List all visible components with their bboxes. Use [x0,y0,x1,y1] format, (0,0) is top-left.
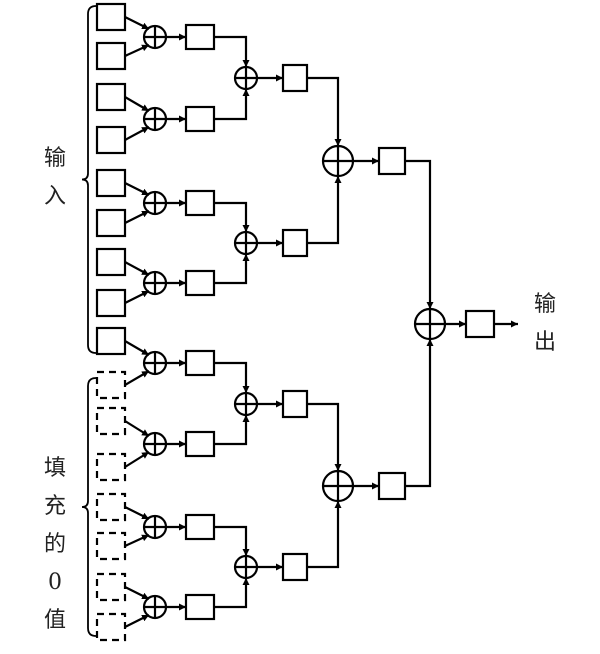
level2-register-box [281,389,309,419]
level1-register-box [184,349,216,377]
level1-register-box [184,23,216,51]
input-label-char: 入 [43,184,66,209]
padding-zero-box [95,531,127,561]
output-label-char: 输 [533,292,556,317]
arrow-register-to-adder [307,76,342,146]
arrow-input-to-adder [124,261,150,276]
arrow-input-to-adder [124,420,150,437]
arrow-register-to-adder [214,35,250,67]
arrow-input-to-adder [124,534,150,547]
arrow-register-to-adder [307,176,342,245]
input-box [95,326,127,356]
arrow-input-to-adder [124,586,150,600]
padding-zero-box [95,370,127,400]
arrow-register-to-adder [307,501,342,569]
input-box [95,2,127,32]
padding-zero-box [95,452,127,482]
arrow-register-to-adder [214,361,250,393]
level2-register-box [281,63,309,93]
input-box [95,208,127,238]
padding-label: 填 充 的 0 值 [40,450,70,640]
padding-label-char: 值 [43,608,66,633]
padding-label-char: 充 [43,494,66,519]
level1-register-box [184,430,216,458]
arrow-register-to-adder [214,254,250,285]
arrow-register-to-adder [405,339,434,488]
output-label: 输 出 [530,286,560,362]
arrow-register-to-adder [214,525,250,556]
level1-register-box [184,593,216,621]
arrow-register-to-adder [214,89,250,121]
input-box [95,168,127,198]
output-label-char: 出 [533,330,556,355]
padding-label-char: 0 [48,570,62,595]
level2-register-box [281,552,309,582]
arrow-input-to-adder [124,290,150,304]
arrow-register-to-adder [307,402,342,471]
arrow-input-to-adder [124,506,150,520]
input-box [95,82,127,112]
padding-zero-box [95,492,127,522]
level1-register-box [184,269,216,297]
input-box [95,288,127,318]
arrow-input-to-adder [124,182,150,196]
arrow-input-to-adder [124,16,150,30]
arrow-input-to-adder [124,614,150,628]
arrow-register-to-adder [214,415,250,446]
padding-brace [81,377,97,637]
padding-zero-box [95,406,127,436]
arrow-input-to-adder [124,370,150,386]
arrow-register-to-adder [405,159,434,309]
level1-register-box [184,513,216,541]
padding-zero-box [95,612,127,642]
padding-zero-box [95,572,127,602]
input-label: 输 入 [40,140,70,216]
level3-register-box [377,471,407,501]
input-brace [81,5,97,354]
arrow-input-to-adder [124,340,150,356]
padding-label-char: 的 [43,532,66,557]
level2-register-box [281,228,309,258]
input-label-char: 输 [43,146,66,171]
arrow-register-to-adder [214,201,250,232]
arrow-register-to-adder [214,578,250,609]
output-register-box [464,309,496,339]
arrow-input-to-adder [124,96,150,112]
input-box [95,41,127,71]
arrow-input-to-adder [124,451,150,468]
padding-label-char: 填 [43,456,66,481]
input-box [95,247,127,277]
level3-register-box [377,146,407,176]
input-box [95,125,127,155]
arrow-input-to-adder [124,210,150,224]
level1-register-box [184,105,216,133]
arrow-input-to-adder [124,126,150,141]
level1-register-box [184,189,216,217]
arrow-input-to-adder [124,44,150,57]
